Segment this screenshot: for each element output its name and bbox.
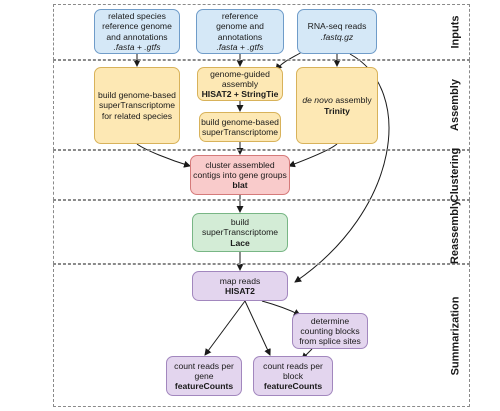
stage-label-inputs: Inputs (449, 15, 461, 49)
denovo-italic: de novo (302, 95, 333, 106)
stage-label-reassembly: Reassembly (449, 199, 461, 265)
stage-label-assembly: Assembly (449, 79, 462, 131)
node-rnaseq-reads: RNA-seq reads .fastq.gz (297, 9, 377, 54)
node-count-block: count reads per block featureCounts (253, 356, 333, 396)
node-count-gene: count reads per gene featureCounts (166, 356, 242, 396)
stage-assembly (53, 60, 470, 150)
node-denovo: de novo assembly Trinity (296, 67, 378, 144)
stage-clustering (53, 150, 470, 200)
stage-inputs (53, 4, 470, 60)
node-related-species: related species reference genome and ann… (94, 9, 180, 54)
node-reference-genome: reference genome and annotations .fasta … (196, 9, 284, 54)
stage-reassembly (53, 200, 470, 264)
node-cluster: cluster assembled contigs into gene grou… (190, 155, 290, 195)
node-build-genome-based: build genome-based superTranscriptome (199, 112, 281, 142)
node-map-reads: map reads HISAT2 (192, 271, 288, 301)
node-lace: build superTranscriptome Lace (192, 213, 288, 252)
node-counting-blocks: determine counting blocks from splice si… (292, 313, 368, 349)
node-genome-guided: genome-guided assembly HISAT2 + StringTi… (197, 67, 283, 101)
node-build-related: build genome-based superTranscriptome fo… (94, 67, 180, 144)
arrow-map-to-count-gene (204, 300, 246, 356)
stage-summarization (53, 264, 470, 407)
stage-label-summarization: Summarization (449, 296, 462, 375)
stage-label-clustering: Clustering (449, 147, 461, 203)
arrow-denovo-to-cluster (288, 143, 338, 168)
arrow-map-to-count-block (244, 300, 271, 356)
arrow-related-to-cluster (136, 143, 191, 168)
denovo-rest: assembly (332, 95, 372, 106)
